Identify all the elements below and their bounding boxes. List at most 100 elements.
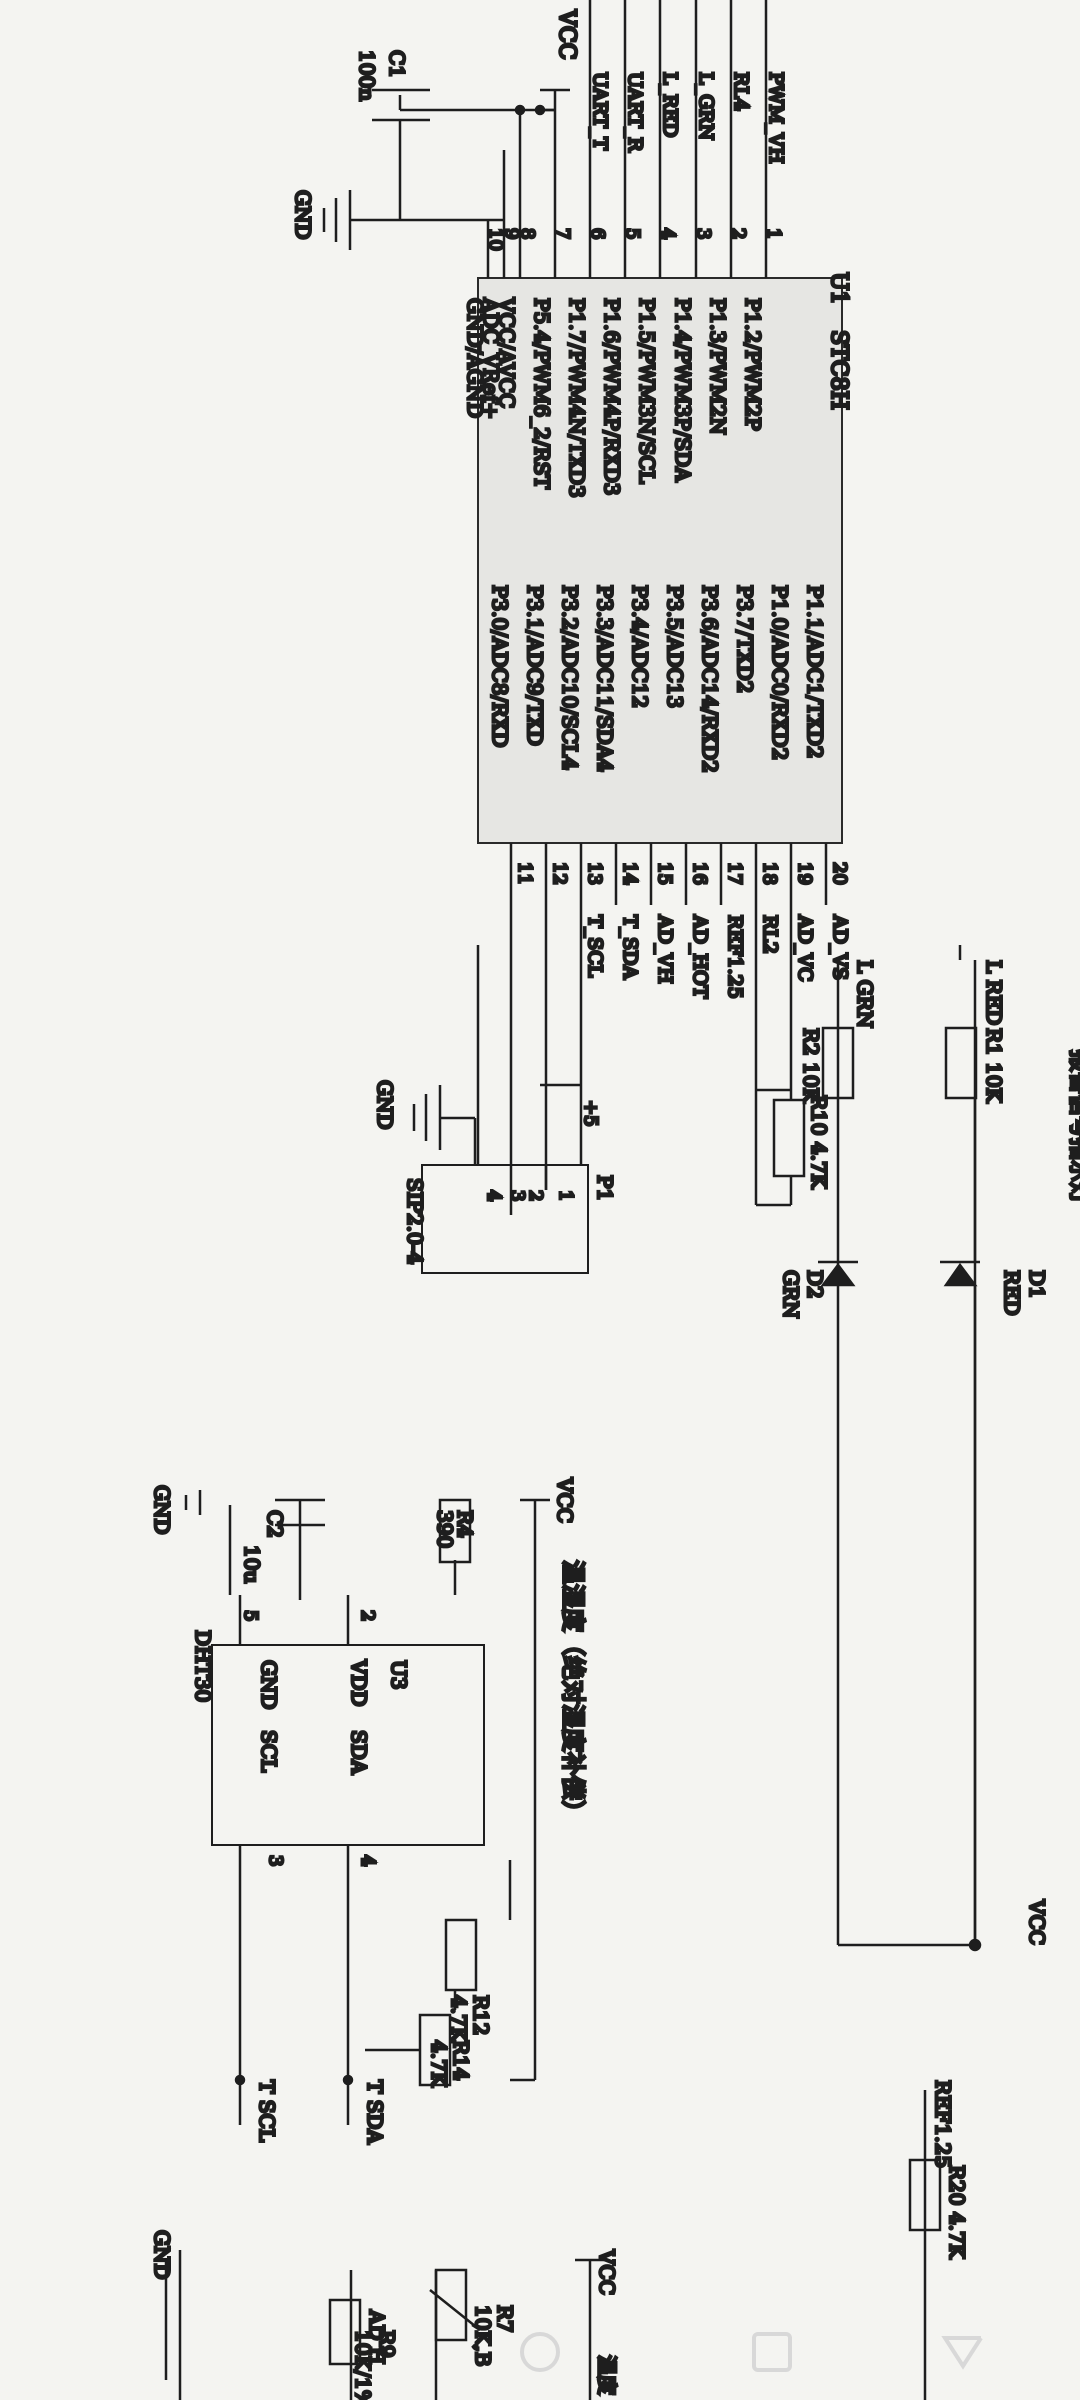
recents-icon[interactable] — [744, 2324, 800, 2380]
left-pin-name: P5.4/PWM6_2/RST — [530, 298, 554, 489]
u3-part: DHT30 — [191, 1630, 215, 1702]
right-pin-name: P3.7/TXD2 — [733, 585, 757, 693]
r14-value: 4.7K — [427, 2040, 451, 2088]
left-pin-net: PWM_VH — [765, 72, 787, 164]
l-grn-label: L GRN — [853, 960, 877, 1028]
vcc-label-sensor: VCC — [553, 1477, 577, 1523]
c2-value: 10u — [240, 1545, 264, 1583]
u3-vdd: VDD — [347, 1659, 371, 1707]
right-pin-name: P1.0/ADC0/RXD2 — [768, 585, 792, 760]
left-pin-net: RL4 — [730, 72, 752, 111]
u3-num-2: 2 — [357, 1610, 378, 1621]
u1-chip: U1 STC8H P1.2/PWM2PP1.3/PWM2NP1.4/PWM3P/… — [462, 71, 853, 1001]
left-pin-name: P1.2/PWM2P — [741, 298, 765, 431]
right-pin-name: P3.0/ADC8/RXD — [488, 585, 512, 748]
right-pin-net: REF1.25 — [724, 915, 746, 999]
net-bus-left — [322, 0, 768, 250]
back-icon[interactable] — [935, 2324, 991, 2380]
r12-value: 4.7K — [447, 1995, 471, 2043]
p1-pin1: 1 — [555, 1190, 576, 1201]
right-pin-name: P1.1/ADC1/TXD2 — [803, 585, 827, 759]
right-pin-num: 14 — [619, 862, 640, 885]
right-pin-num: 15 — [654, 862, 675, 885]
right-pin-num: 11 — [514, 862, 535, 885]
right-pin-net: AD_HOT — [689, 914, 711, 999]
right-pin-name: P3.2/ADC10/SCL4 — [558, 585, 582, 770]
left-pin-name: VCC/AVCC — [495, 297, 519, 408]
right-pin-num: 18 — [759, 862, 780, 885]
r10-label: R10 4.7K — [807, 1095, 831, 1190]
sensor-section — [184, 1490, 550, 2125]
left-pin-num: 1 — [763, 228, 784, 239]
gnd-label-2: GND — [373, 1080, 397, 1130]
vcc-label-led: VCC — [1025, 1899, 1049, 1945]
left-pin-name: P1.3/PWM2N — [706, 298, 730, 435]
r9-label: R9 — [375, 2330, 399, 2358]
u3-num-3: 3 — [265, 1855, 286, 1866]
right-pin-name: P3.4/ADC12 — [628, 585, 652, 708]
u3-num-4: 4 — [357, 1855, 378, 1866]
ad-h-label: AD H — [365, 2309, 389, 2364]
labels: VCC C1 100n GND R10 4.7K P1 SIP2.0-4 +5 … — [149, 8, 1080, 2404]
r7-value: 10K,B — [471, 2305, 495, 2366]
right-pin-num: 13 — [584, 862, 605, 885]
u3-label: U3 — [387, 1660, 411, 1690]
r20-label: R20 4.7K — [945, 2165, 969, 2260]
r14-label: R14 — [449, 2040, 473, 2081]
right-pin-net: RL2 — [759, 915, 781, 954]
p1-part-label: SIP2.0-4 — [403, 1178, 427, 1264]
left-pin-num: 9 — [501, 228, 522, 239]
edge-cut-text: 温度 — [595, 2355, 619, 2395]
gnd-label-4: GND — [150, 2230, 174, 2280]
right-pin-net: AD_VS — [829, 914, 851, 980]
left-pin-name: P1.4/PWM3P/SDA — [671, 298, 695, 482]
plus5-label: +5 — [580, 1100, 601, 1127]
left-pin-name: ADC_VRef+ — [479, 297, 503, 419]
left-pin-num: 6 — [587, 228, 608, 239]
left-pin-num: 10 — [485, 228, 506, 251]
d1-label: D1 — [1025, 1270, 1049, 1299]
r1-label: R1 10K — [982, 1028, 1006, 1104]
left-pin-net: L_RED — [659, 72, 681, 138]
gnd-label-3: GND — [150, 1485, 174, 1535]
gnd-label-1: GND — [291, 190, 315, 240]
d1-color: RED — [1000, 1270, 1024, 1316]
u3-gnd: GND — [257, 1660, 281, 1710]
left-pin-num: 2 — [728, 228, 749, 239]
vcc-label: VCC — [554, 9, 579, 60]
right-pin-num: 17 — [724, 862, 745, 885]
d2-label: D2 — [803, 1270, 827, 1299]
right-pin-name: P3.6/ADC14/RXD2 — [698, 585, 722, 773]
left-pin-name: P1.5/PWM3N/SCL — [635, 298, 659, 484]
right-pin-num: 19 — [794, 862, 815, 885]
left-pin-num: 5 — [622, 228, 643, 239]
ref125-label: REF1.25 — [931, 2080, 955, 2168]
p1-pin3: 3 — [507, 1190, 528, 1201]
p1-label: P1 — [593, 1175, 617, 1201]
p1-pin2: 2 — [525, 1190, 546, 1201]
home-icon[interactable] — [512, 2324, 568, 2380]
l-red-label: L RED — [982, 960, 1006, 1025]
right-pin-net: AD_VH — [654, 914, 676, 984]
u3-sda: SDA — [347, 1730, 371, 1775]
right-pin-net: T_SCL — [584, 915, 606, 978]
left-pin-name: P1.6/PWM4P/RXD3 — [600, 298, 624, 495]
right-pin-name: P3.5/ADC13 — [663, 585, 687, 708]
r9-value: 10K/1% — [351, 2330, 375, 2400]
left-pin-name: GND/AGND — [463, 298, 487, 418]
t-sda-label: T SDA — [363, 2080, 387, 2144]
c2-label: C2 — [263, 1510, 287, 1538]
led-section — [818, 945, 982, 1952]
left-pin-num: 3 — [693, 228, 714, 239]
right-pin-num: 20 — [829, 862, 850, 885]
net-bus-right — [412, 905, 806, 1274]
left-pin-net: UART_R — [624, 72, 646, 152]
d2-color: GRN — [779, 1270, 803, 1319]
r2-label: R2 10K — [799, 1028, 823, 1104]
r12-label: R12 — [469, 1995, 493, 2036]
top-cut-text: 报警信号指示灯 — [1066, 1050, 1080, 1204]
u3-num-5: 5 — [240, 1610, 261, 1621]
u1-ref: U1 — [826, 272, 851, 305]
